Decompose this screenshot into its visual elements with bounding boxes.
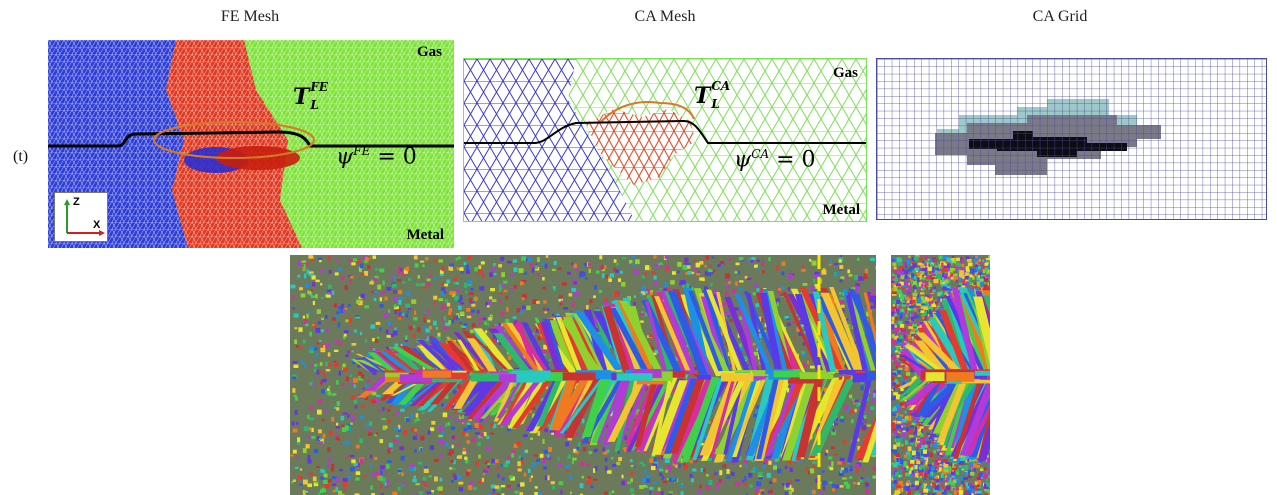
ca-interface-line <box>464 119 866 144</box>
fe-liquidus-temp-label: T FE L <box>293 80 329 112</box>
ca-grid-title: CA Grid <box>1032 8 1088 25</box>
time-step-label: (t) <box>13 148 29 165</box>
axis-z-label: Z <box>73 196 80 208</box>
ca-grid-panel <box>876 58 1267 220</box>
grain-structure-side <box>891 255 990 495</box>
grain-map-main <box>290 255 876 495</box>
fe-metal-label: Metal <box>406 227 444 243</box>
fe-mesh-figure <box>48 40 454 248</box>
liquidus-contour <box>153 121 315 159</box>
fe-mesh-panel: Gas Metal T FE L ψFE = 0 Z X <box>48 40 454 248</box>
grain-map-side <box>891 255 990 495</box>
axis-x-label: X <box>93 219 101 231</box>
grain-structure-main <box>290 255 876 495</box>
ca-gas-label: Gas <box>832 65 858 81</box>
ca-mesh-figure <box>464 59 866 221</box>
ca-metal-label: Metal <box>822 202 860 218</box>
fe-mesh-title: FE Mesh <box>220 8 280 25</box>
ca-mesh-panel: Gas Metal T CA L ψCA = 0 <box>463 58 867 222</box>
axes-triad: Z X <box>54 192 108 242</box>
ca-psi-label: ψCA = 0 <box>734 147 816 173</box>
gas-metal-interface <box>48 130 454 148</box>
fe-gas-label: Gas <box>416 44 442 60</box>
ca-grid-figure <box>877 59 1266 219</box>
ca-mesh-title: CA Mesh <box>634 8 696 25</box>
ca-liquidus-temp-label: T CA L <box>694 79 731 111</box>
ca-liquidus-contour <box>599 101 695 124</box>
axes-triad-icon <box>64 199 105 236</box>
fe-psi-label: ψFE = 0 <box>336 144 417 170</box>
